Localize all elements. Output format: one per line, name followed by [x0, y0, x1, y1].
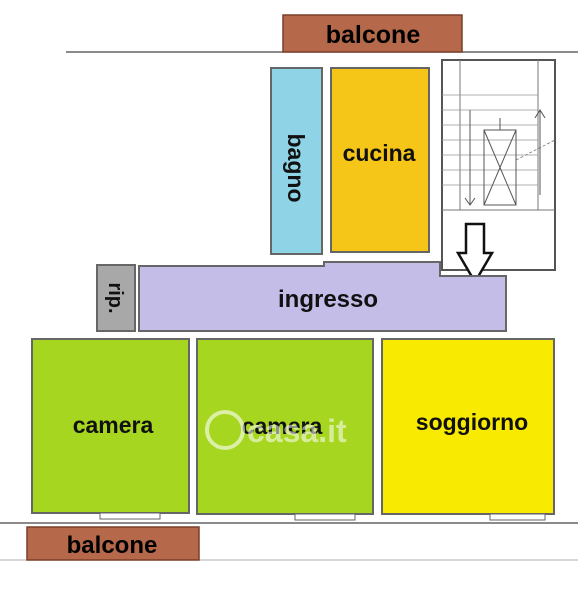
room-ingresso: ingresso — [138, 261, 507, 332]
room-soggiorno-label: soggiorno — [416, 409, 528, 435]
staircase-icon — [441, 59, 556, 271]
watermark: casa.it — [205, 410, 347, 450]
watermark-text: casa.it — [247, 413, 347, 449]
balcony-bottom-label: balcone — [67, 532, 158, 559]
room-camera-left: camera — [31, 338, 190, 514]
room-rip-label: rip. — [104, 282, 126, 313]
room-soggiorno: soggiorno — [381, 338, 555, 515]
room-camera-mid-label: camera — [242, 413, 323, 439]
entrance-arrow-icon — [455, 222, 495, 285]
room-bagno: bagno — [270, 67, 323, 255]
room-ingresso-label: ingresso — [278, 286, 378, 313]
room-cucina: cucina — [330, 67, 430, 253]
room-cucina-label: cucina — [343, 140, 416, 166]
room-camera-mid: camera — [196, 338, 374, 515]
room-bagno-label: bagno — [283, 134, 309, 203]
balcony-top-label: balcone — [326, 21, 421, 49]
windows — [99, 512, 546, 521]
balcony-top: balcone — [282, 14, 463, 53]
balcony-bottom: balcone — [26, 526, 200, 561]
room-rip: rip. — [96, 264, 136, 332]
watermark-logo-icon — [205, 410, 245, 450]
room-camera-left-label: camera — [73, 412, 154, 438]
